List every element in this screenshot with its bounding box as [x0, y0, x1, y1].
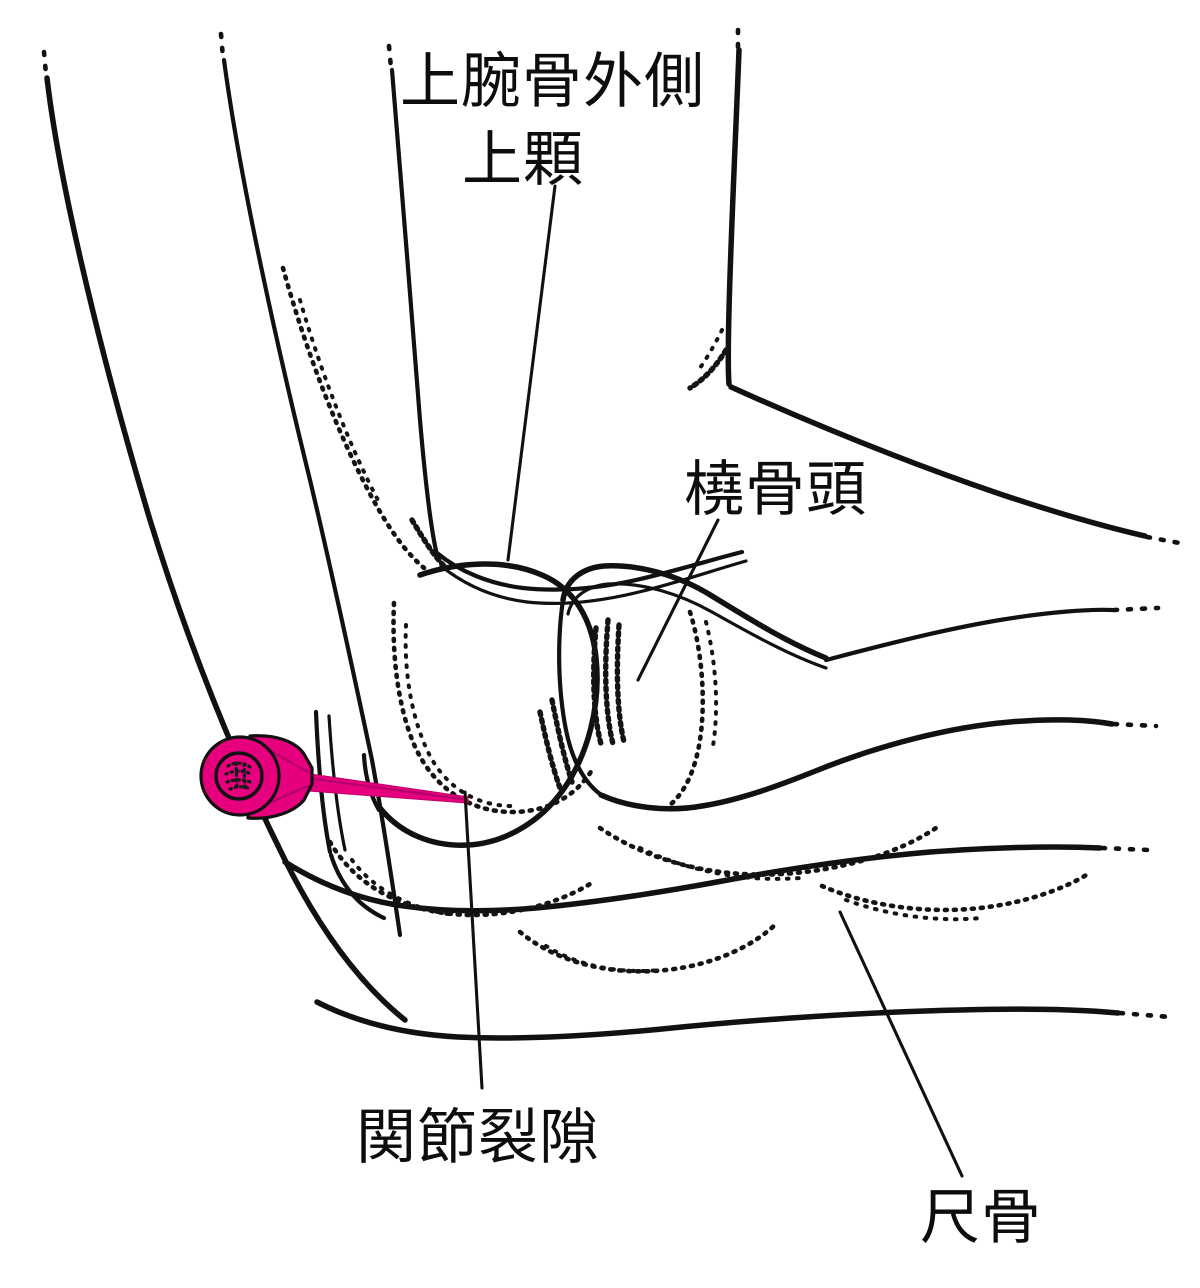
upper-arm-contours: [41, 31, 440, 1023]
label-radial-head: 橈骨頭: [684, 455, 867, 525]
needle-hub-inner: [214, 751, 264, 801]
injection-needle: [199, 734, 469, 820]
label-joint-space: 関節裂隙: [356, 1103, 600, 1173]
leader-lines: [463, 184, 964, 1178]
leader-radial-head: [636, 518, 720, 682]
leader-joint-space: [463, 790, 484, 1090]
joint-space-region: [282, 697, 1173, 1041]
leader-lateral-epicondyle: [506, 184, 557, 562]
label-lateral-epicondyle-line1: 上腕骨外側: [400, 47, 705, 117]
leader-ulna: [838, 910, 964, 1178]
label-ulna: 尺骨: [920, 1183, 1042, 1253]
distal-humerus-right-cortex: [687, 27, 1188, 547]
radial-head: [557, 563, 1161, 812]
label-lateral-epicondyle-line2: 上顆: [462, 125, 584, 195]
